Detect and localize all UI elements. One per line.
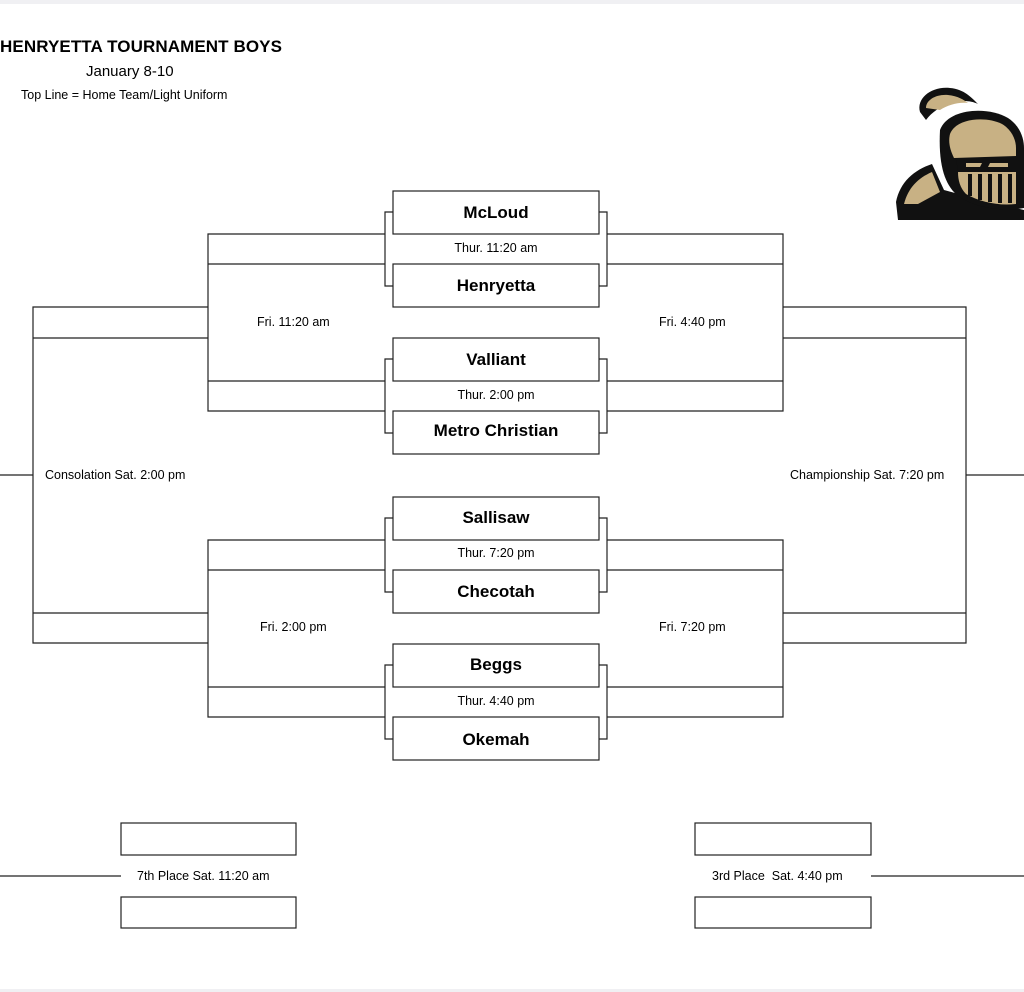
team-slot-4: Metro Christian — [433, 421, 559, 440]
game-box-4 — [384, 643, 608, 761]
seventh-place-top — [120, 822, 297, 856]
game-time-4: Thur. 4:40 pm — [457, 694, 535, 708]
top-border — [0, 0, 1024, 4]
game-box-2 — [384, 337, 608, 455]
semifinal-time-1: Fri. 4:40 pm — [659, 315, 726, 329]
game-time-2: Thur. 2:00 pm — [457, 388, 535, 402]
championship-bracket — [783, 306, 1024, 644]
knight-helmet-icon — [896, 87, 1024, 220]
team-slot-1: McLoud — [463, 203, 529, 222]
game-time-1: Thur. 11:20 am — [454, 241, 538, 255]
third-place-bottom — [694, 896, 872, 929]
team-slot-5: Sallisaw — [462, 508, 530, 527]
team-slot-8: Okemah — [462, 730, 530, 749]
game-box-1 — [384, 190, 608, 308]
consolation-bracket — [0, 306, 208, 644]
third-place-label: 3rd Place Sat. 4:40 pm — [712, 869, 843, 883]
team-slot-3: Valliant — [466, 350, 526, 369]
consolation-round-time-2: Fri. 2:00 pm — [260, 620, 327, 634]
consolation-final-label: Consolation Sat. 2:00 pm — [45, 468, 186, 482]
uniform-note: Top Line = Home Team/Light Uniform — [21, 88, 228, 102]
right-bracket-top — [607, 233, 784, 412]
seventh-place-bottom — [120, 896, 297, 929]
right-bracket-bottom — [607, 539, 784, 718]
consolation-round-time-1: Fri. 11:20 am — [257, 315, 330, 329]
seventh-place-label: 7th Place Sat. 11:20 am — [137, 869, 270, 883]
tournament-dates: January 8-10 — [86, 63, 174, 80]
team-slot-7: Beggs — [470, 655, 522, 674]
left-bracket-bottom — [207, 539, 385, 718]
team-slot-2: Henryetta — [456, 276, 536, 295]
bottom-border — [0, 989, 1024, 992]
third-place-top — [694, 822, 872, 856]
championship-final-label: Championship Sat. 7:20 pm — [790, 468, 945, 482]
left-bracket-top — [207, 233, 385, 412]
tournament-title: HENRYETTA TOURNAMENT BOYS — [0, 37, 283, 56]
game-time-3: Thur. 7:20 pm — [457, 546, 535, 560]
semifinal-time-2: Fri. 7:20 pm — [659, 620, 726, 634]
team-slot-6: Checotah — [457, 582, 535, 601]
game-box-3 — [384, 496, 608, 614]
